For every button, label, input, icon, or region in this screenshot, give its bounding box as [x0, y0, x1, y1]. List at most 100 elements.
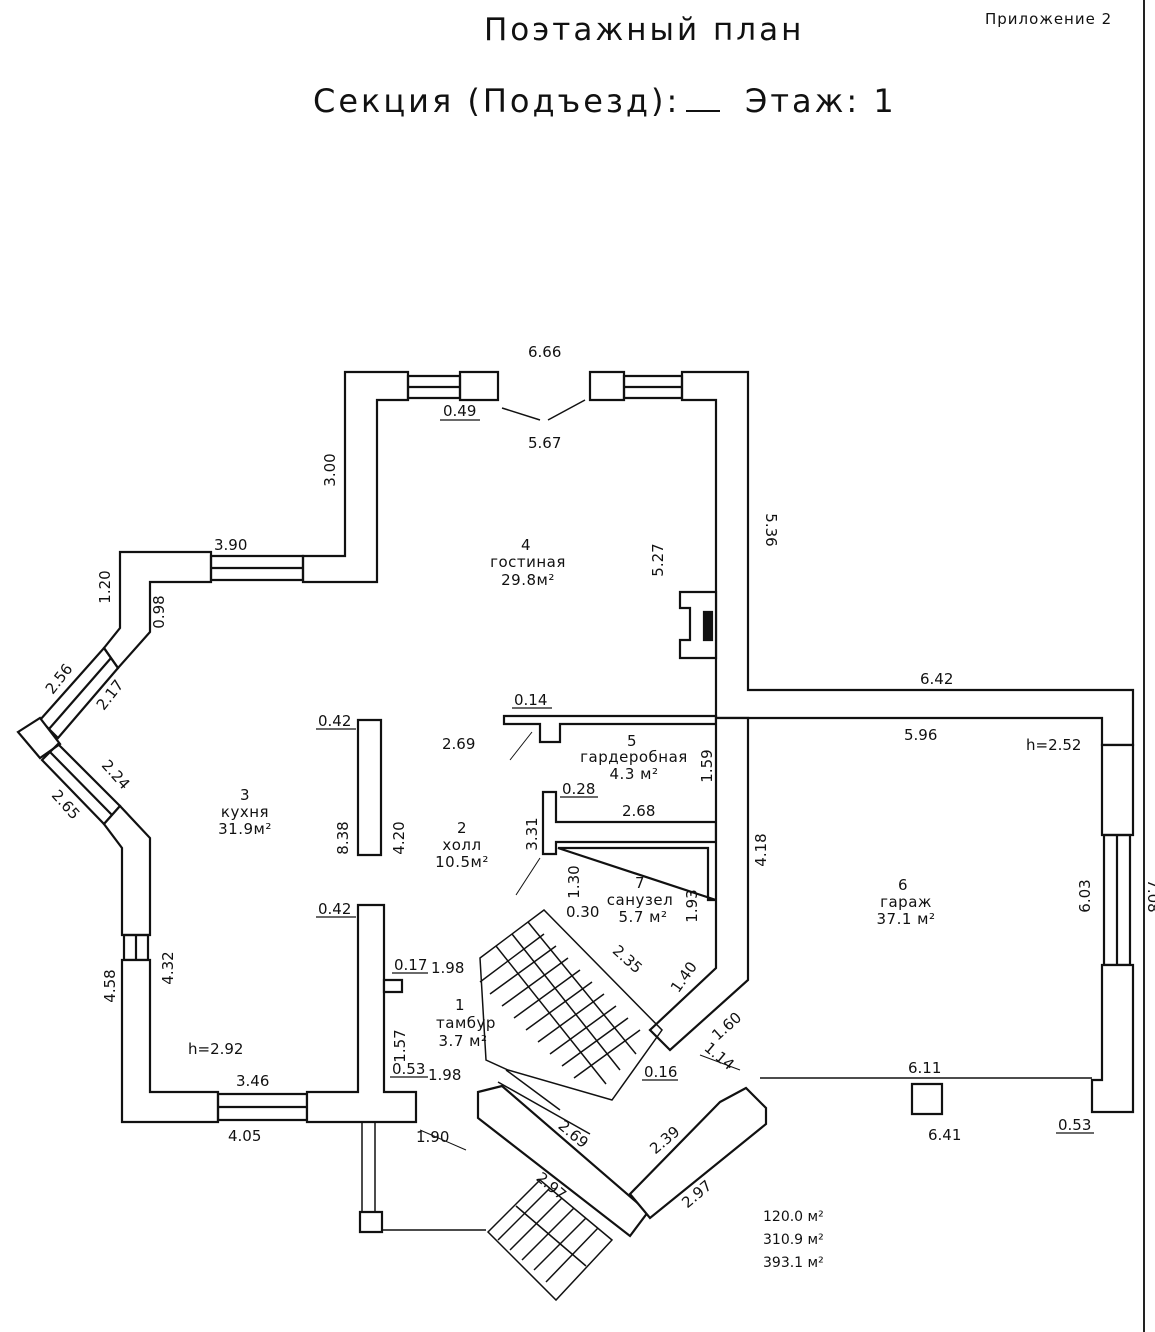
dim-1-20: 1.20: [96, 570, 114, 603]
dim-1-57: 1.57: [391, 1029, 409, 1062]
dim-1-98-bottom: 1.98: [428, 1066, 461, 1084]
dim-5-27: 5.27: [649, 543, 667, 576]
page-title: Поэтажный план: [484, 12, 805, 48]
dim-6-11: 6.11: [908, 1059, 941, 1077]
dim-2-35: 2.35: [609, 941, 646, 977]
staircase-entry: [486, 1178, 614, 1302]
dim-4-05: 4.05: [228, 1127, 261, 1145]
dim-2-65: 2.65: [48, 786, 84, 823]
dim-5-67: 5.67: [528, 434, 561, 452]
window-north-right: [622, 374, 684, 400]
dim-6-41: 6.41: [928, 1126, 961, 1144]
room-2-name: холл: [442, 836, 481, 854]
dim-0-49: 0.49: [443, 402, 476, 420]
dim-4-20: 4.20: [390, 821, 408, 854]
wall-living-north-right: [588, 370, 626, 402]
room-3-num: 3: [240, 786, 250, 804]
section-label: Секция (Подъезд):: [313, 82, 721, 120]
dim-3-90: 3.90: [214, 536, 247, 554]
dim-0-42-top: 0.42: [318, 712, 351, 730]
dim-0-30: 0.30: [566, 903, 599, 921]
dim-0-53-right: 0.53: [1058, 1116, 1091, 1134]
wall-living-north-mid: [458, 370, 500, 402]
dim-6-66: 6.66: [528, 343, 561, 361]
bay-corner: [16, 716, 62, 760]
window-kitchen-north: [209, 554, 305, 582]
dim-1-98-top: 1.98: [431, 959, 464, 977]
porch-column: [358, 1210, 384, 1234]
dim-5-96: 5.96: [904, 726, 937, 744]
dim-4-18: 4.18: [752, 833, 770, 866]
dim-2-24: 2.24: [98, 756, 134, 793]
dim-5-36: 5.36: [762, 513, 780, 546]
room-1-name: тамбур: [436, 1014, 496, 1032]
dimension-labels: 6.66 0.49 5.67 3.00 5.36 5.27 3.90 1.20 …: [42, 343, 1155, 1212]
dim-1-90: 1.90: [416, 1128, 449, 1146]
dim-6-03: 6.03: [1076, 879, 1094, 912]
dim-0-17: 0.17: [394, 956, 427, 974]
fireplace-insert: [702, 610, 714, 642]
dim-0-42-bottom: 0.42: [318, 900, 351, 918]
fireplace: [678, 590, 718, 660]
partition-wardrobe-top: [502, 714, 718, 744]
dim-8-38: 8.38: [334, 821, 352, 854]
wall-kitchen-west: [102, 804, 152, 937]
dim-1-59: 1.59: [698, 749, 716, 782]
room-5-area: 4.3 м²: [610, 765, 659, 783]
dim-3-00: 3.00: [321, 453, 339, 486]
room-6-area: 37.1 м²: [877, 910, 936, 928]
dim-4-58: 4.58: [101, 969, 119, 1002]
total-area-1: 120.0 м²: [763, 1209, 824, 1225]
room-3-name: кухня: [221, 803, 269, 821]
wall-entry-left: [476, 1084, 650, 1238]
total-area-2: 310.9 м²: [763, 1232, 824, 1248]
wall-entry-right: [628, 1086, 768, 1220]
wall-garage-east-bottom: [1090, 963, 1135, 1114]
dim-0-98: 0.98: [150, 595, 168, 628]
wall-vestibule-south: [305, 903, 418, 1124]
staircase-main: [479, 909, 663, 1101]
room-5-num: 5: [627, 732, 637, 750]
dim-0-16: 0.16: [644, 1063, 677, 1081]
dim-3-31: 3.31: [523, 817, 541, 850]
dim-6-42: 6.42: [920, 670, 953, 688]
section-blank: [686, 84, 721, 112]
room-1-num: 1: [455, 996, 465, 1014]
room-4-area: 29.8м²: [501, 571, 555, 589]
dim-1-14: 1.14: [701, 1039, 738, 1074]
garage-column: [910, 1082, 944, 1116]
wall-kitchen-sw: [120, 958, 220, 1124]
dim-0-14: 0.14: [514, 691, 547, 709]
dim-0-53-left: 0.53: [392, 1060, 425, 1078]
wall-hall-east: [648, 716, 750, 1052]
dim-2-56: 2.56: [42, 660, 77, 697]
dim-0-28: 0.28: [562, 780, 595, 798]
room-5-name: гардеробная: [580, 748, 688, 766]
height-garage: h=2.52: [1026, 736, 1081, 754]
wall-living-east: [680, 370, 1135, 747]
partition-kitchen: [356, 718, 383, 857]
room-4-name: гостиная: [490, 553, 566, 571]
dim-3-46: 3.46: [236, 1072, 269, 1090]
dim-7-08: 7.08: [1144, 879, 1155, 912]
floor-label: Этаж: 1: [745, 82, 897, 120]
dim-2-17: 2.17: [93, 676, 128, 713]
room-1-area: 3.7 м²: [439, 1032, 488, 1050]
room-7-area: 5.7 м²: [619, 908, 668, 926]
dim-1-93: 1.93: [683, 889, 701, 922]
wall-living-north-west: [301, 370, 410, 584]
bay-window-upper: [38, 646, 120, 740]
dim-1-30: 1.30: [565, 865, 583, 898]
room-2-area: 10.5м²: [435, 853, 489, 871]
sheet-edge: [1143, 0, 1145, 1332]
room-7-name: санузел: [607, 891, 673, 909]
room-6-num: 6: [898, 876, 908, 894]
room-2-num: 2: [457, 819, 467, 837]
room-4-num: 4: [521, 536, 531, 554]
room-7-num: 7: [635, 874, 645, 892]
total-area-3: 393.1 м²: [763, 1255, 824, 1271]
room-6-name: гараж: [880, 893, 932, 911]
area-totals: 120.0 м² 310.9 м² 393.1 м²: [763, 1206, 824, 1275]
partition-bath: [557, 846, 717, 902]
